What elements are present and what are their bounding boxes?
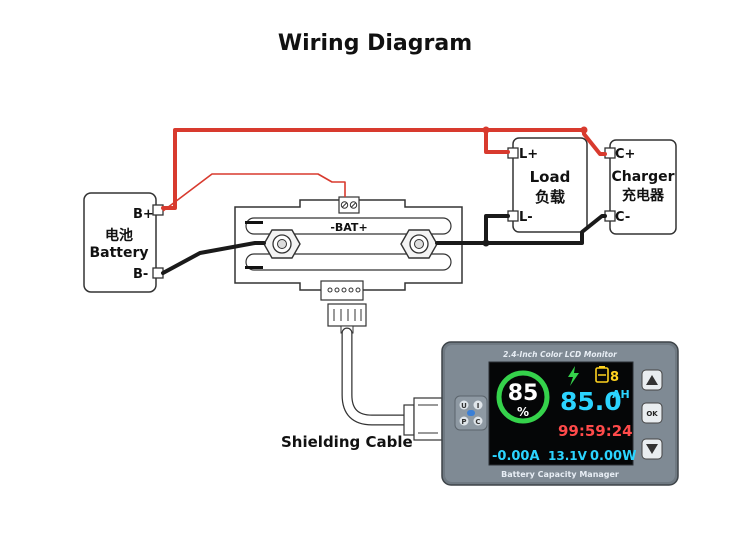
battery-neg-label: B- (133, 267, 148, 282)
side-label-i: I (477, 402, 480, 410)
lcd-percent-sign: % (517, 405, 529, 419)
shunt-bolt-left (263, 229, 301, 259)
negative-wires (161, 214, 607, 275)
monitor-ok-button[interactable]: OK (641, 402, 663, 424)
lcd-bolt-icon (568, 366, 579, 386)
load-pos-label: L+ (519, 147, 538, 162)
charger-label-en: Charger (611, 169, 674, 185)
load-label-en: Load (530, 168, 571, 186)
monitor-down-button[interactable] (641, 438, 663, 460)
shunt-connector (320, 280, 364, 301)
lcd-power: 0.00W (590, 449, 636, 464)
monitor-header: 2.4-Inch Color LCD Monitor (503, 350, 618, 359)
lcd-voltage: 13.1V (548, 449, 588, 463)
lcd-battery-icon (595, 366, 609, 383)
page-title: Wiring Diagram (278, 31, 472, 56)
shunt-bolt-right (400, 229, 438, 259)
lcd-battery-count: 8 (610, 370, 619, 385)
charger: C+ Charger 充电器 C- (604, 139, 677, 235)
ok-button-label: OK (646, 410, 658, 418)
battery-pos-label: B+ (133, 207, 154, 222)
bat-terminal-block (338, 196, 360, 214)
load-label-cn: 负载 (535, 188, 565, 206)
charger-label-cn: 充电器 (622, 187, 665, 204)
load-neg-label: L- (519, 210, 533, 225)
side-label-c: C (475, 418, 480, 426)
triangle-up-icon (646, 375, 658, 385)
side-label-p: P (461, 418, 466, 426)
battery-label-en: Battery (89, 245, 148, 261)
triangle-down-icon (646, 444, 658, 454)
battery-label-cn: 电池 (105, 227, 133, 244)
lcd-time: 99:59:24 (558, 422, 633, 440)
bat-terminal-label: -BAT+ (330, 221, 367, 234)
charger-pos-label: C+ (615, 147, 635, 162)
charger-neg-label: C- (615, 210, 630, 225)
battery: B+ 电池 Battery B- (83, 192, 164, 293)
lcd-capacity-unit: AH (612, 388, 630, 401)
lcd-percent-value: 85 (508, 381, 539, 406)
monitor-side-labels: U I P C (454, 395, 488, 431)
lcd-capacity-value: 85.0 (560, 387, 622, 416)
positive-wires (161, 126, 607, 212)
battery-monitor: 2.4-Inch Color LCD Monitor Battery Capac… (441, 341, 679, 486)
shielding-cable (341, 327, 421, 426)
side-label-u: U (461, 402, 467, 410)
monitor-up-button[interactable] (641, 369, 663, 391)
monitor-footer: Battery Capacity Manager (501, 470, 619, 479)
load: L+ Load 负载 L- (507, 137, 588, 233)
lcd-screen: 85 % 8 85.0 AH 99:59:24 -0.00A 13.1V 0.0… (488, 361, 636, 466)
shunt: -BAT+ (234, 196, 463, 301)
shielding-cable-label: Shielding Cable (281, 433, 413, 451)
lcd-current: -0.00A (492, 449, 540, 464)
